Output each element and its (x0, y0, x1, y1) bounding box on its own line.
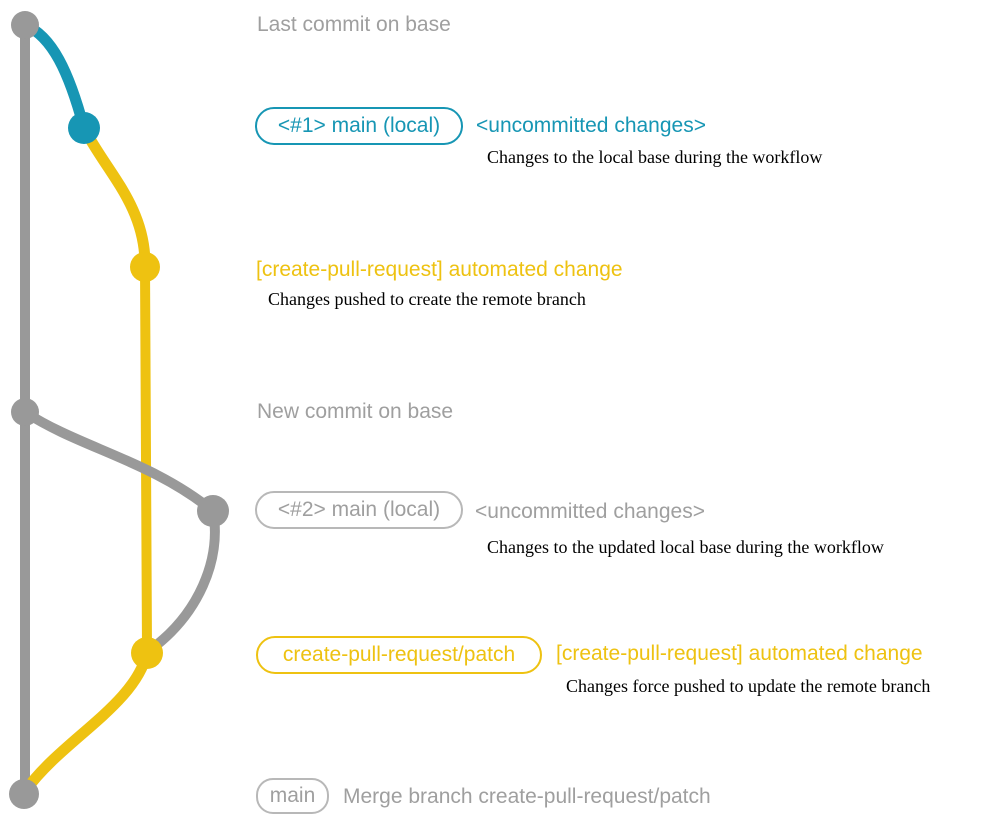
commit-dot-uncommitted-changes-1 (68, 112, 100, 144)
label-automated-change-1: [create-pull-request] automated change (256, 258, 623, 281)
caption-force-push-remote-branch: Changes force pushed to update the remot… (566, 676, 931, 696)
edge-local-change-2 (20, 407, 218, 516)
badge-main: main (256, 778, 329, 814)
edge-local-change-1 (19, 19, 90, 134)
label-merge-branch: Merge branch create-pull-request/patch (343, 785, 711, 808)
commit-dot-last-commit-on-base (11, 11, 39, 39)
badge-main-local-2: <#2> main (local) (255, 491, 463, 529)
label-last-commit-on-base: Last commit on base (257, 13, 451, 36)
commit-dot-new-commit-on-base (11, 398, 39, 426)
badge-main-local-1: <#1> main (local) (255, 107, 463, 145)
edge-patch-branch-line (140, 261, 152, 655)
commit-dot-automated-change-2 (131, 637, 163, 669)
caption-push-create-remote-branch: Changes pushed to create the remote bran… (268, 289, 586, 309)
commit-dot-merge-commit (9, 779, 39, 809)
label-uncommitted-changes-2: <uncommitted changes> (475, 500, 705, 523)
edge-force-push (145, 506, 220, 655)
edge-merge-to-base (20, 647, 153, 796)
caption-local-base-changes-1: Changes to the local base during the wor… (487, 147, 823, 167)
label-new-commit-on-base: New commit on base (257, 400, 454, 423)
caption-local-base-changes-2: Changes to the updated local base during… (487, 537, 884, 557)
commit-dot-uncommitted-changes-2 (197, 495, 229, 527)
edge-push-create-branch (78, 122, 151, 270)
commit-dot-automated-change-1 (130, 252, 160, 282)
badge-create-pull-request-patch: create-pull-request/patch (256, 636, 542, 674)
label-uncommitted-changes-1: <uncommitted changes> (476, 114, 706, 137)
label-automated-change-2: [create-pull-request] automated change (556, 642, 923, 665)
